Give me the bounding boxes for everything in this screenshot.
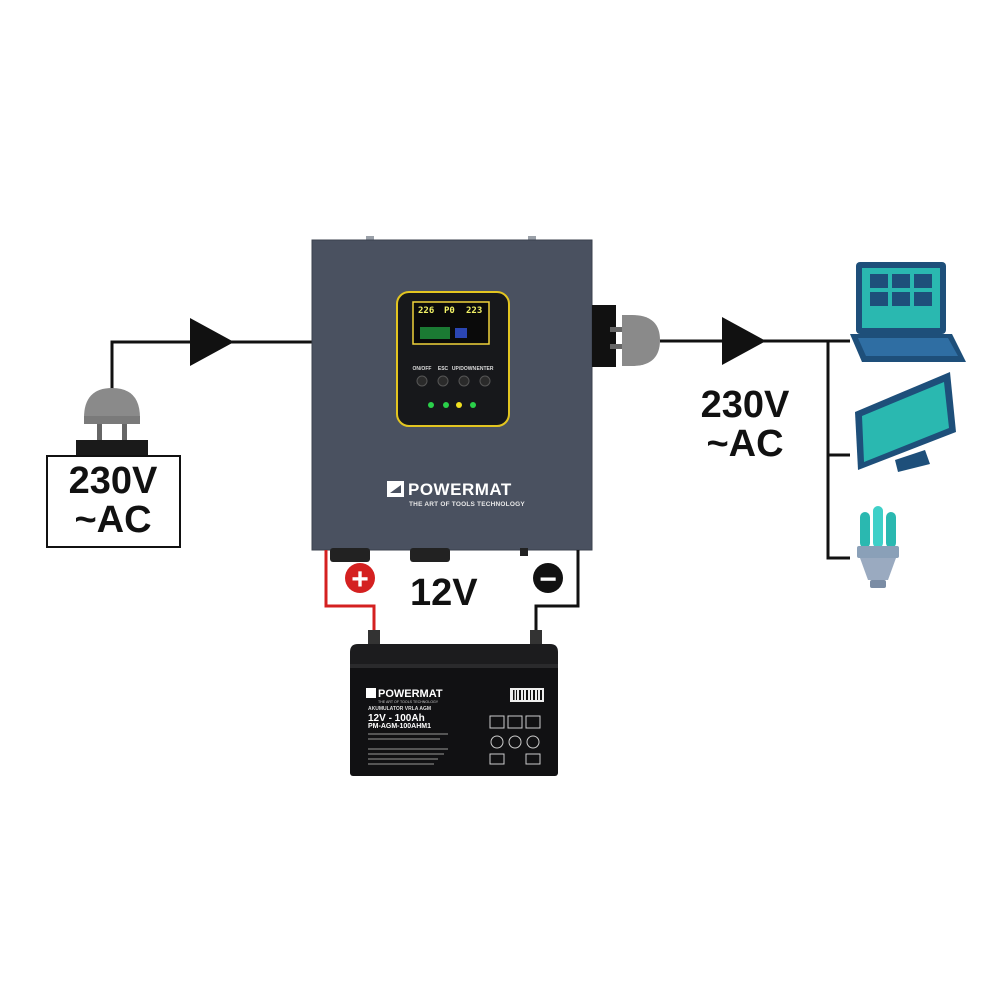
output-arrow-icon [722, 317, 766, 365]
positive-sign: + [351, 563, 369, 596]
negative-wire [534, 550, 580, 640]
positive-terminal-icon [345, 563, 375, 593]
dc-wires [324, 550, 580, 640]
button-label-updown: UP/DOWN [451, 366, 477, 372]
laptop-icon [850, 262, 966, 362]
input-plug-icon [76, 388, 148, 456]
monitor-icon [855, 372, 956, 472]
output-plug-icon [610, 315, 660, 366]
output-voltage-label: 230V ~AC [680, 386, 810, 464]
inverter-icon [311, 236, 616, 562]
output-type: ~AC [706, 422, 784, 465]
battery-brand: POWERMAT [378, 688, 443, 700]
negative-terminal-icon [533, 563, 563, 593]
button-label-enter: ENTER [476, 366, 494, 372]
button-label-esc: ESC [437, 366, 449, 372]
input-voltage-label: 230V ~AC [48, 462, 178, 540]
battery-spec: 12V - 100Ah [368, 713, 425, 724]
lcd-left-value: 226 [418, 306, 435, 316]
battery-type: AKUMULATOR VRLA AGM [368, 706, 432, 712]
lcd-right-value: 223 [466, 306, 483, 316]
battery-tagline: THE ART OF TOOLS TECHNOLOGY [378, 700, 439, 704]
dc-voltage-label: 12V [410, 572, 478, 614]
button-label-onoff: ON/OFF [412, 366, 432, 372]
bulb-icon [857, 506, 899, 588]
lcd-mid-value: P0 [444, 306, 455, 316]
input-type: ~AC [74, 498, 152, 541]
input-voltage: 230V [68, 460, 158, 502]
input-wire [110, 340, 312, 392]
positive-wire [324, 550, 376, 640]
output-voltage: 230V [700, 384, 790, 426]
input-arrow-icon [190, 318, 234, 366]
input-label-box [46, 455, 181, 548]
battery-icon [350, 630, 558, 776]
negative-sign: − [539, 563, 557, 596]
battery-model: PM-AGM-100AHM1 [368, 723, 432, 730]
inverter-brand: POWERMAT [408, 480, 512, 499]
inverter-tagline: THE ART OF TOOLS TECHNOLOGY [409, 501, 525, 508]
